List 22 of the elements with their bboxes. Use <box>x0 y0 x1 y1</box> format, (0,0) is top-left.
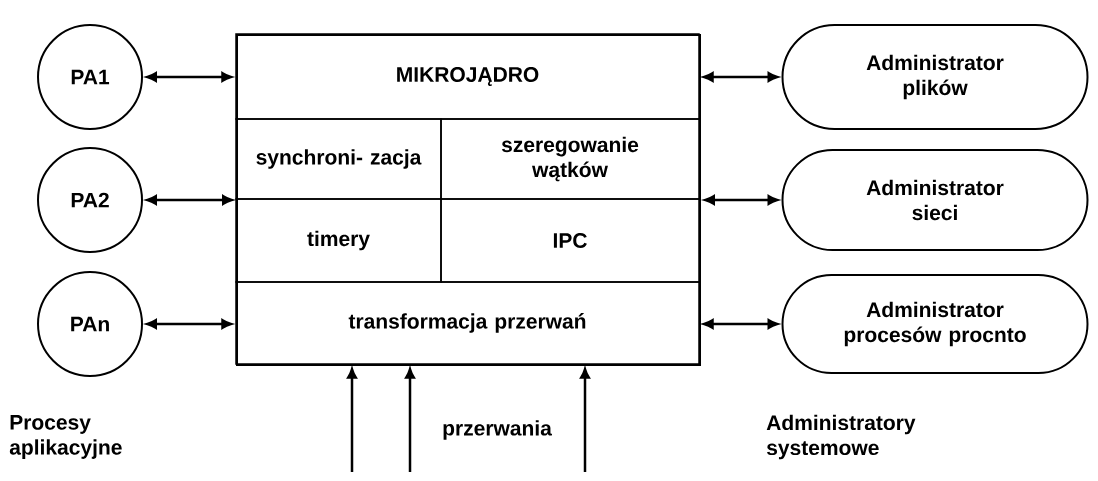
arrow <box>146 319 232 329</box>
kernel-box: transformacja przerwań <box>235 281 700 365</box>
arrow <box>703 319 779 329</box>
arrow <box>580 368 590 472</box>
group-caption: Procesy aplikacyjne <box>9 415 122 459</box>
kernel-frame <box>236 34 701 366</box>
arrow <box>704 195 779 205</box>
manager-box: Administrator procesów procnto <box>781 274 1089 374</box>
kernel-box: synchroni- zacja <box>235 118 442 200</box>
kernel-box: szeregowanie wątków <box>440 118 700 200</box>
group-caption: Administratory systemowe <box>766 414 916 460</box>
arrow <box>703 72 779 82</box>
kernel-box: MIKROJĄDRO <box>235 33 700 120</box>
manager-box: Administrator plików <box>781 24 1089 130</box>
kernel-box: timery <box>235 198 442 283</box>
manager-box: Administrator sieci <box>781 149 1089 251</box>
arrow <box>146 72 232 82</box>
arrow <box>347 368 357 472</box>
arrow <box>146 195 233 205</box>
kernel-box: IPC <box>440 198 700 283</box>
arrow <box>405 368 415 472</box>
group-caption: przerwania <box>443 420 552 440</box>
